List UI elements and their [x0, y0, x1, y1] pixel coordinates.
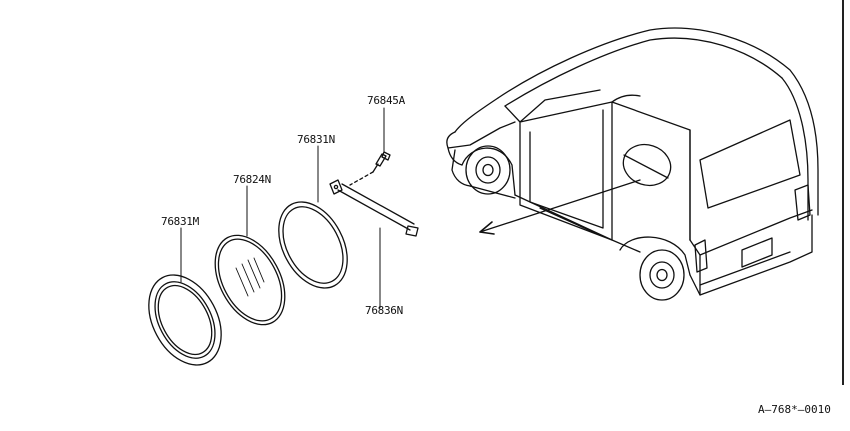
part-76824N-glass — [214, 234, 286, 326]
part-76831N-ring — [278, 201, 348, 289]
part-76836N-strap — [329, 179, 419, 237]
part-label-76845A: 76845A — [367, 94, 405, 107]
part-label-76831N: 76831N — [297, 133, 335, 146]
diagram-reference-code: A–768*–0010 — [758, 403, 831, 416]
part-label-76836N: 76836N — [365, 304, 403, 317]
part-label-76831M: 76831M — [161, 215, 199, 228]
part-label-76824N: 76824N — [233, 173, 271, 186]
page-border — [842, 0, 844, 385]
vehicle-illustration — [446, 27, 819, 301]
leader-lines — [180, 107, 385, 309]
assembly-arrow — [479, 179, 641, 235]
part-76831M-ring — [148, 274, 222, 366]
part-76845A-screw — [349, 151, 391, 186]
